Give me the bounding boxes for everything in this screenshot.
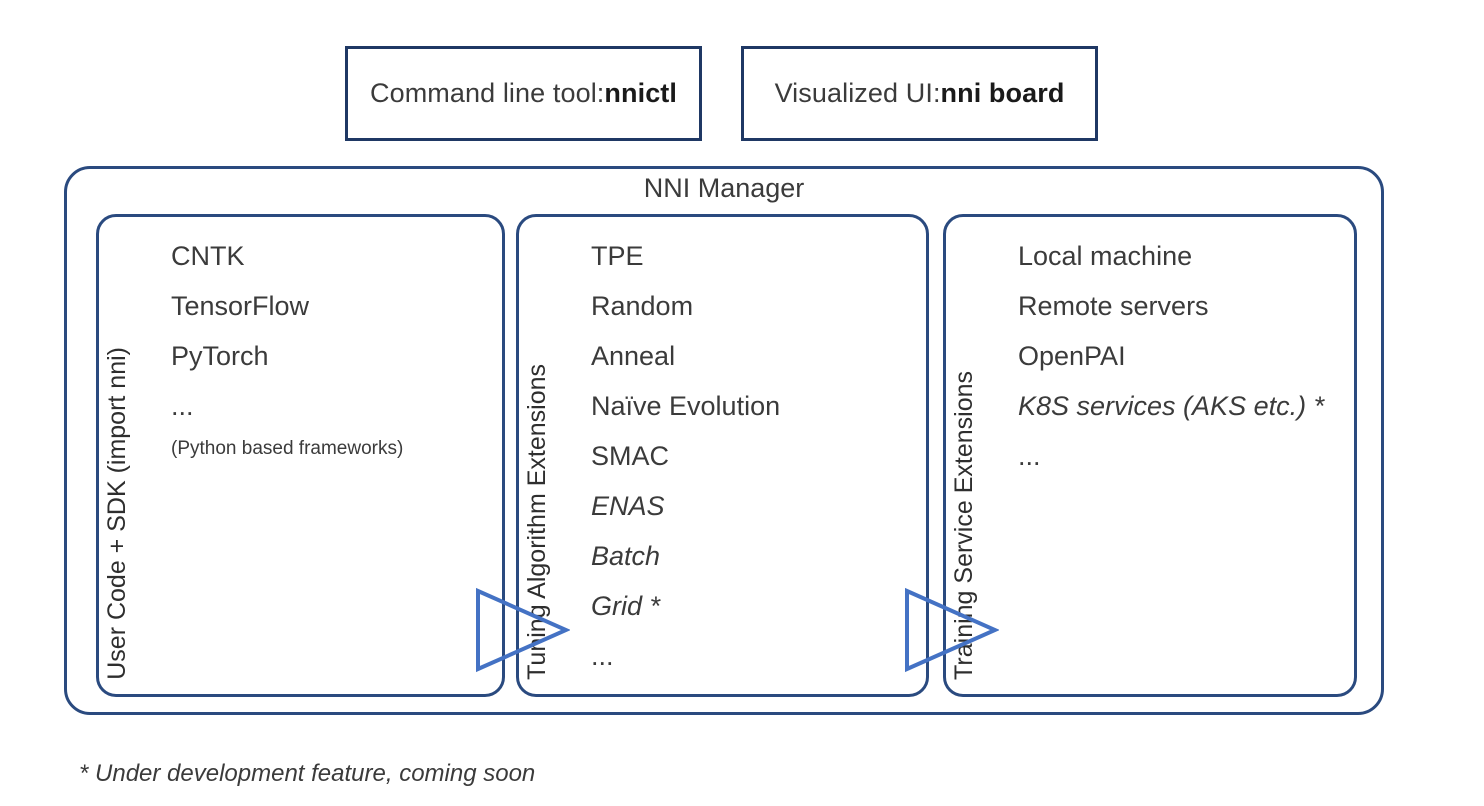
- list-item: Anneal: [591, 341, 676, 371]
- visualized-ui-box: Visualized UI: nni board: [741, 46, 1098, 141]
- list-item: TensorFlow: [171, 291, 310, 321]
- list-item: Batch: [591, 541, 661, 571]
- list-item: TPE: [591, 241, 644, 271]
- list-item: OpenPAI: [1018, 341, 1126, 371]
- list-item: Naïve Evolution: [591, 391, 781, 421]
- list-item: Remote servers: [1018, 291, 1209, 321]
- list-item: Random: [591, 291, 694, 321]
- user-code-sdk-box: User Code + SDK (import nni) CNTK Tensor…: [96, 214, 505, 697]
- list-item: CNTK: [171, 241, 245, 271]
- tuning-algorithm-extensions-box: Tuning Algorithm Extensions TPE Random A…: [516, 214, 929, 697]
- training-service-extensions-box: Training Service Extensions Local machin…: [943, 214, 1357, 697]
- arrow-usercode-to-tuning-icon: [474, 587, 571, 673]
- tuning-algorithm-list: TPE Random Anneal Naïve Evolution SMAC E…: [591, 231, 916, 681]
- visualized-ui-name: nni board: [940, 78, 1065, 108]
- nni-manager-title: NNI Manager: [643, 173, 805, 203]
- list-item: PyTorch: [171, 341, 269, 371]
- command-line-tool-name: nnictl: [604, 78, 678, 108]
- list-item-note: (Python based frameworks): [171, 438, 404, 459]
- training-service-list: Local machine Remote servers OpenPAI K8S…: [1018, 231, 1344, 481]
- command-line-tool-prefix: Command line tool:: [369, 78, 605, 108]
- footnote-text: * Under development feature, coming soon: [79, 760, 536, 787]
- list-item: ENAS: [591, 491, 665, 521]
- list-item-ellipsis: ...: [591, 641, 614, 671]
- command-line-tool-box: Command line tool: nnictl: [345, 46, 702, 141]
- list-item: K8S services (AKS etc.) *: [1018, 391, 1325, 421]
- list-item: Grid *: [591, 591, 661, 621]
- list-item-ellipsis: ...: [1018, 441, 1041, 471]
- user-code-sdk-list: CNTK TensorFlow PyTorch ... (Python base…: [171, 231, 492, 467]
- nni-manager-container: NNI Manager User Code + SDK (import nni)…: [64, 166, 1384, 715]
- visualized-ui-prefix: Visualized UI:: [774, 78, 941, 108]
- list-item: Local machine: [1018, 241, 1193, 271]
- arrow-tuning-to-training-icon: [903, 587, 1000, 673]
- list-item-ellipsis: ...: [171, 391, 194, 421]
- list-item: SMAC: [591, 441, 670, 471]
- user-code-sdk-vertical-label: User Code + SDK (import nni): [103, 347, 131, 680]
